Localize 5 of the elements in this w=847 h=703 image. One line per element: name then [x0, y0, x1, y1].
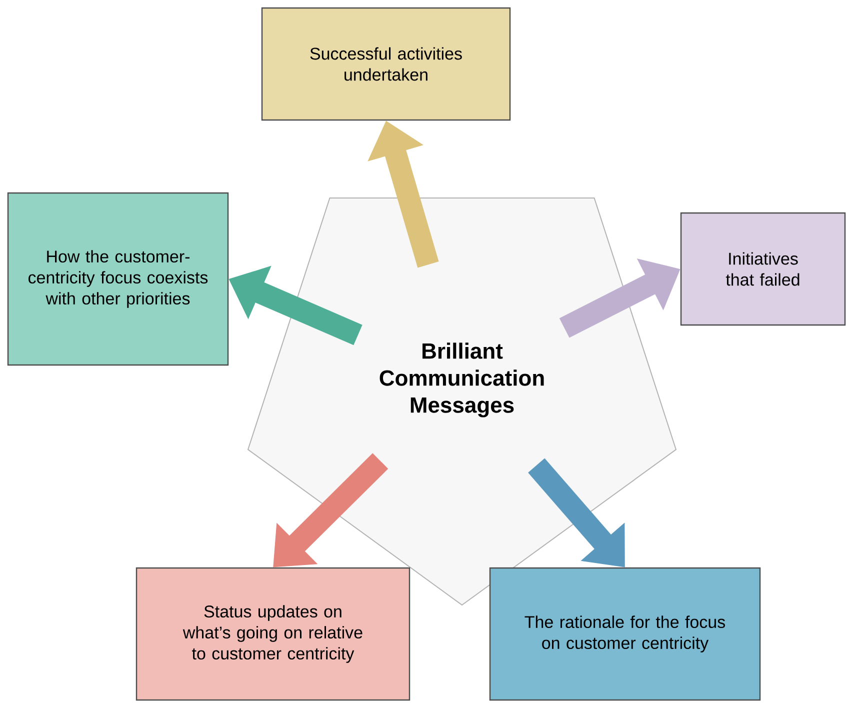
text-box: Successful activities undertaken [261, 7, 511, 121]
text-box: How the customer-centricity focus coexists with other priorities [7, 192, 229, 366]
text-box: Initiatives that failed [680, 212, 846, 326]
text-box: Status updates on what’s going on relative to customer centricity [136, 567, 410, 701]
text-box: The rationale for the focus on customer centricity [489, 567, 761, 701]
